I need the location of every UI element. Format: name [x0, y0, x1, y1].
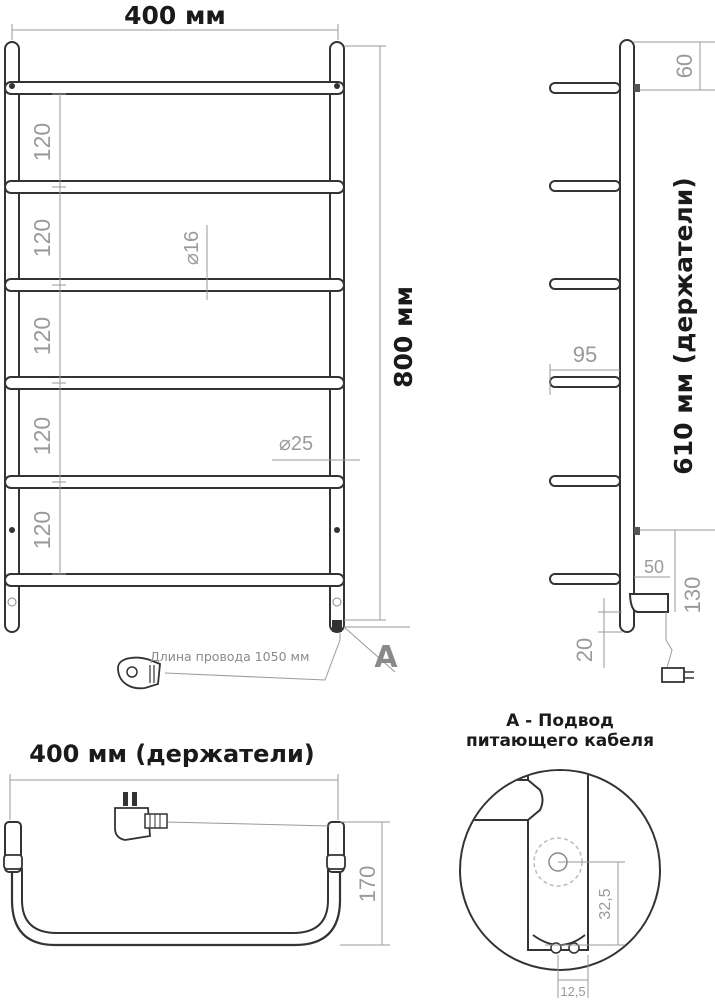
- mount-point: [334, 527, 340, 533]
- mount-point: [9, 83, 15, 89]
- holder: [549, 278, 621, 290]
- bottom-width-label: 50: [644, 557, 664, 577]
- side-view: 60 610 мм (держатели) 95 50 130 20: [549, 39, 715, 683]
- detail-rung: [461, 779, 544, 821]
- rung: [4, 81, 345, 95]
- top-cable: [164, 821, 331, 827]
- side-plug-icon: [661, 667, 694, 683]
- rungs: [4, 81, 345, 587]
- spacing-label: 120: [29, 511, 55, 549]
- rung: [4, 376, 345, 390]
- height-label: 800 мм: [389, 286, 418, 388]
- holder: [549, 376, 621, 388]
- depth-label: 95: [573, 342, 597, 367]
- side-rail: [619, 39, 635, 633]
- front-view: 400 мм 120 120 120 120 1: [4, 1, 418, 690]
- spacing-label: 120: [29, 123, 55, 161]
- top-depth-label: 170: [355, 866, 380, 903]
- top-holders-label: 400 мм (держатели): [29, 740, 314, 768]
- holders-length-label: 610 мм (держатели): [669, 177, 698, 474]
- right-rail: [329, 41, 345, 633]
- spacing-label: 120: [29, 417, 55, 455]
- holder: [549, 82, 621, 94]
- rung: [4, 278, 345, 292]
- cable-inlet: [332, 620, 342, 632]
- power-cable: [164, 632, 341, 681]
- top-plug-icon: [114, 792, 168, 841]
- holder: [549, 475, 621, 487]
- spacing-label: 120: [29, 219, 55, 257]
- rung-diameter-label: ⌀16: [181, 231, 203, 265]
- detail-title-line2: питающего кабеля: [466, 731, 654, 751]
- detail-view: A - Подвод питающего кабеля 32,5 12,5: [459, 711, 661, 999]
- detail-title-line1: A - Подвод: [506, 711, 614, 731]
- detail-vertical-label: 32,5: [597, 888, 614, 919]
- rung: [4, 573, 345, 587]
- plug-icon: [117, 656, 161, 690]
- holder: [549, 573, 621, 585]
- rung: [4, 180, 345, 194]
- mount-point: [334, 83, 340, 89]
- spacing-label: 120: [29, 317, 55, 355]
- left-rail: [4, 41, 20, 633]
- wall-bracket: [634, 84, 640, 92]
- bottom-gap-label: 20: [572, 638, 597, 662]
- width-label: 400 мм: [124, 1, 226, 30]
- side-cable: [665, 612, 673, 669]
- mount-point: [9, 527, 15, 533]
- top-offset-label: 60: [672, 54, 697, 78]
- rail-diameter-label: ⌀25: [279, 433, 313, 455]
- wall-bracket: [634, 527, 640, 535]
- detail-marker-a: A: [374, 640, 398, 675]
- cable-box: [628, 593, 669, 613]
- holder: [549, 180, 621, 192]
- bottom-offset-label: 130: [680, 577, 705, 614]
- u-frame-inner: [21, 868, 329, 934]
- rung: [4, 475, 345, 489]
- cable-length-label: Длина провода 1050 мм: [150, 649, 309, 664]
- holders: [549, 82, 621, 585]
- detail-horizontal-label: 12,5: [560, 984, 585, 999]
- top-view: 400 мм (держатели) 170: [3, 740, 390, 947]
- u-frame-outer: [10, 822, 342, 947]
